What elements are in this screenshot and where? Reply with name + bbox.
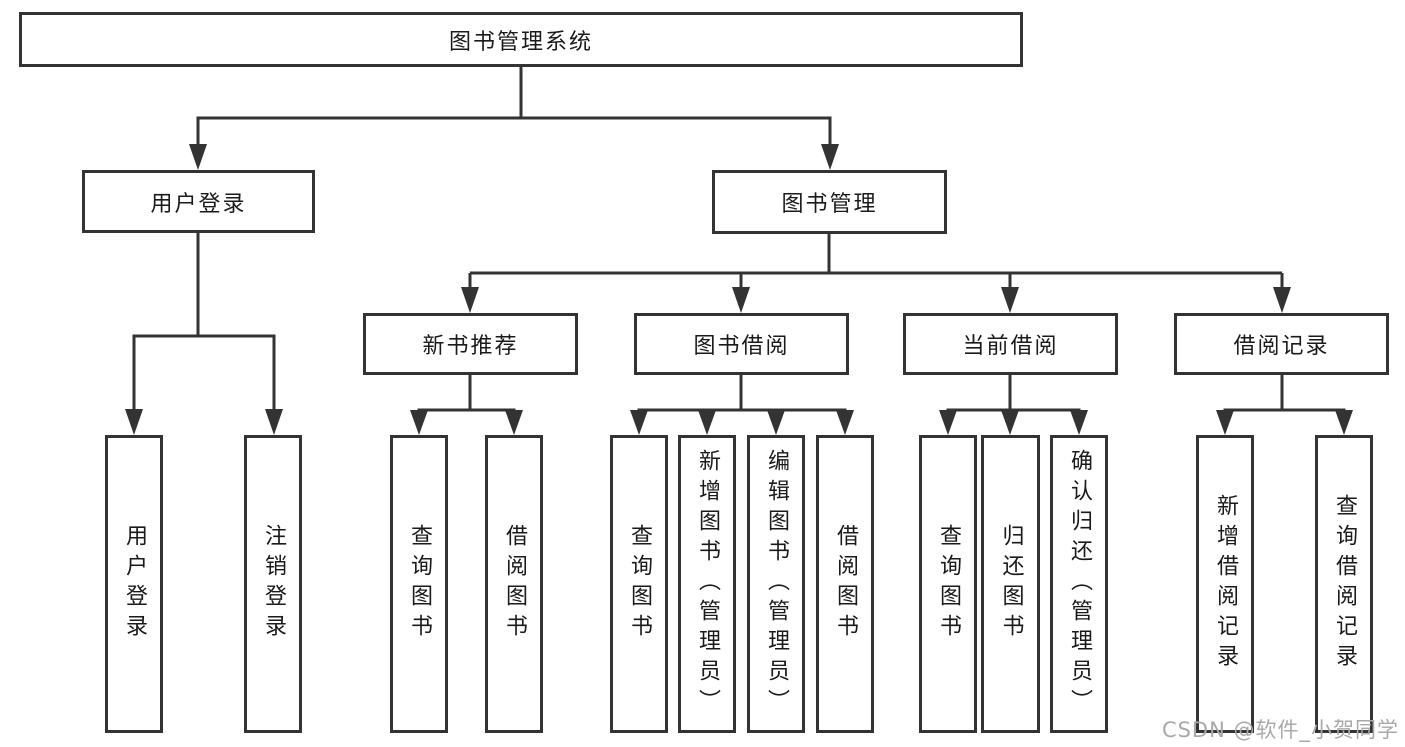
node-borrowing-records: 借阅记录: [1174, 313, 1389, 375]
node-label: 图书管理系统: [448, 29, 593, 55]
node-label: 查询图书: [627, 524, 652, 644]
node-label: 新增借阅记录: [1213, 494, 1238, 674]
node-label: 注销登录: [261, 524, 286, 644]
node-label: 图书管理: [781, 192, 878, 217]
leaf-query-books-borrowing: 查询图书: [610, 435, 668, 733]
node-label: 用户登录: [122, 524, 147, 644]
node-label: 新书推荐: [422, 334, 519, 359]
node-label: 借阅图书: [833, 524, 858, 644]
node-label: 归还图书: [998, 524, 1024, 644]
node-label: 借阅记录: [1233, 334, 1330, 359]
node-library-management-system: 图书管理系统: [19, 12, 1023, 67]
leaf-query-books-current: 查询图书: [919, 435, 977, 733]
leaf-edit-books-admin: 编辑图书（管理员）: [747, 435, 805, 733]
node-book-management: 图书管理: [712, 170, 947, 234]
leaf-return-books: 归还图书: [981, 435, 1040, 733]
node-current-borrowing: 当前借阅: [903, 313, 1118, 375]
leaf-add-borrow-record: 新增借阅记录: [1196, 435, 1254, 733]
node-label: 查询图书: [407, 524, 432, 644]
leaf-confirm-return-admin: 确认归还（管理员）: [1050, 435, 1108, 733]
node-label: 用户登录: [150, 191, 247, 217]
node-new-book-recommend: 新书推荐: [363, 313, 578, 375]
node-label: 确认归还（管理员）: [1067, 449, 1092, 719]
node-label: 借阅图书: [502, 524, 527, 644]
leaf-add-books-admin: 新增图书（管理员）: [678, 435, 736, 733]
leaf-query-books-recommend: 查询图书: [390, 435, 448, 733]
node-user-login: 用户登录: [82, 170, 315, 233]
csdn-watermark: CSDN @软件_小贺同学: [1161, 718, 1399, 742]
node-label: 图书借阅: [693, 334, 790, 359]
leaf-borrow-books-recommend: 借阅图书: [485, 435, 543, 733]
node-label: 查询借阅记录: [1332, 494, 1357, 674]
node-book-borrowing: 图书借阅: [634, 313, 849, 375]
node-label: 编辑图书（管理员）: [764, 449, 789, 719]
node-label: 当前借阅: [962, 334, 1059, 359]
leaf-user-login: 用户登录: [105, 435, 163, 733]
node-label: 新增图书（管理员）: [695, 449, 720, 719]
leaf-query-borrow-record: 查询借阅记录: [1315, 435, 1373, 733]
leaf-logout-login: 注销登录: [244, 435, 302, 733]
node-label: 查询图书: [936, 524, 961, 644]
leaf-borrow-books: 借阅图书: [816, 435, 874, 733]
